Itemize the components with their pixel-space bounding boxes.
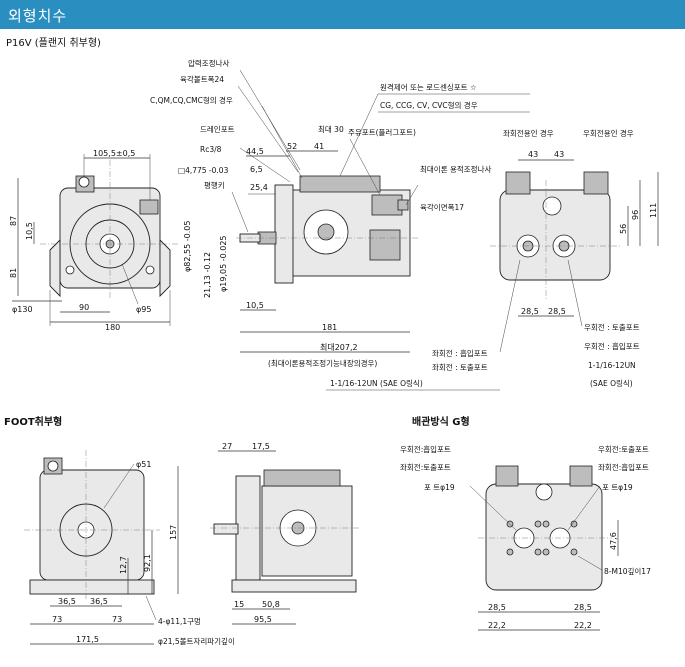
dim-27: 27 <box>222 442 232 451</box>
foot-front-view <box>24 450 160 600</box>
dim-g-22-2b: 22,2 <box>574 621 592 630</box>
dim-g-28-5b: 28,5 <box>574 603 592 612</box>
dim-phi95: φ95 <box>136 305 151 314</box>
dim-36-5a: 36,5 <box>58 597 76 606</box>
dim-157: 157 <box>169 525 178 540</box>
piping-view <box>478 465 612 591</box>
label-hex-nut-17: 육각이면폭17 <box>420 202 464 212</box>
label-lube-port: 주유포트(플러그포트) <box>348 128 416 137</box>
dim-g-28-5a: 28,5 <box>488 603 506 612</box>
dim-180: 180 <box>105 323 120 332</box>
dim-28-5b: 28,5 <box>548 307 566 316</box>
dim-phi19: φ19,05 -0.025 <box>219 235 228 292</box>
dim-phi51: φ51 <box>136 460 151 469</box>
label-g-port19b: 포 트φ19 <box>602 483 633 492</box>
foot-front-dims: φ51 157 92,1 12,7 36,5 36,5 73 73 171,5 <box>30 460 179 645</box>
dim-171-5: 171,5 <box>76 635 99 644</box>
label-left-rot: 좌회전용인 경우 <box>503 128 554 138</box>
dim-181: 181 <box>322 323 337 332</box>
label-g-right-out: 우회전:토출포트 <box>598 444 649 454</box>
dim-90: 90 <box>79 303 89 312</box>
section-piping-title: 배관방식 G형 <box>412 415 470 428</box>
dim-10-5-side: 10,5 <box>246 301 264 310</box>
dim-36-5b: 36,5 <box>90 597 108 606</box>
piping-labels: 우회전:흡입포트 좌회전:토출포트 포 트φ19 우회전:토출포트 좌회전:흡입… <box>400 444 651 631</box>
dim-87: 87 <box>9 216 18 226</box>
front-dimensions: 105,5±0,5 87 81 10,5 φ130 90 φ95 180 <box>9 149 171 332</box>
dim-43b: 43 <box>554 150 564 159</box>
label-pressure-screw: 압력조정나사 <box>188 58 229 68</box>
dim-g-22-2a: 22,2 <box>488 621 506 630</box>
dim-47-6: 47,6 <box>609 532 618 550</box>
label-right-out: 우회전 : 토출포트 <box>584 322 640 332</box>
dim-95-5: 95,5 <box>254 615 272 624</box>
label-flat-key: 평행키 <box>204 180 225 190</box>
dim-phi130: φ130 <box>12 305 33 314</box>
label-g-left-out: 좌회전:토출포트 <box>400 462 451 472</box>
label-drain-port: 드레인포트 <box>200 124 235 134</box>
label-key-spec: □4,775 -0.03 <box>178 166 229 175</box>
side-labels: 압력조정나사 육각볼트폭24 C,QM,CQ,CMC형의 경우 원격제어 또는 … <box>150 58 530 368</box>
dim-105-5: 105,5±0,5 <box>93 149 135 158</box>
dim-6-5: 6,5 <box>250 165 263 174</box>
label-four-holes: 4-φ11,1구멍 <box>158 616 201 626</box>
label-unf-suction: 1-1/16-12UN (SAE O링식) <box>330 378 423 388</box>
label-max30: 최대 30 <box>318 124 344 134</box>
dim-15: 15 <box>234 600 244 609</box>
dim-10-5-front: 10,5 <box>25 222 34 240</box>
foot-side-dims: 27 17,5 15 50,8 95,5 4-φ11,1구멍 φ21,5볼트자리… <box>145 442 296 646</box>
dim-50-8: 50,8 <box>262 600 280 609</box>
label-g-left-in: 좌회전:흡입포트 <box>598 462 649 472</box>
label-left-out: 좌회전 : 토출포트 <box>432 362 488 372</box>
dim-92-1: 92,1 <box>143 554 152 572</box>
label-unf-discharge: 1-1/16-12UN <box>588 361 636 370</box>
label-max-volume-screw: 최대이론 용적조정나사 <box>420 164 491 174</box>
dim-73a: 73 <box>52 615 62 624</box>
dim-73b: 73 <box>112 615 122 624</box>
label-ccg-types: CG, CCG, CV, CVC형의 경우 <box>380 100 478 110</box>
dim-41: 41 <box>314 142 324 151</box>
dim-111: 111 <box>649 203 658 218</box>
label-sae-oring: (SAE O링식) <box>590 378 633 388</box>
dim-81: 81 <box>9 268 18 278</box>
label-remote-sensing: 원격제어 또는 로드센싱포트 ☆ <box>380 82 477 92</box>
rear-labels: 좌회전용인 경우 우회전용인 경우 43 43 56 96 111 28,5 2… <box>326 128 659 391</box>
label-spot-face: φ21,5볼트자리파기깊이 <box>158 636 235 646</box>
rear-view <box>490 171 620 300</box>
label-g-port19a: 포 트φ19 <box>424 483 455 492</box>
label-rc38: Rc3/8 <box>200 145 222 154</box>
dim-96: 96 <box>631 210 640 220</box>
label-left-in: 좌회전 : 흡입포트 <box>432 348 488 358</box>
side-view <box>236 175 420 284</box>
dim-12-7: 12,7 <box>119 556 128 574</box>
front-view <box>40 160 180 300</box>
label-cqm-case: C,QM,CQ,CMC형의 경우 <box>150 95 233 105</box>
page-title: 외형치수 <box>8 7 68 25</box>
label-right-rot: 우회전용인 경우 <box>583 128 634 138</box>
page-subtitle: P16V (플랜지 취부형) <box>6 38 101 49</box>
label-hex-bolt-24: 육각볼트폭24 <box>180 74 224 84</box>
dim-52: 52 <box>287 142 297 151</box>
section-foot-title: FOOT취부형 <box>4 415 62 428</box>
dim-207: 최대207,2 <box>320 342 358 352</box>
label-g-right-in: 우회전:흡입포트 <box>400 444 451 454</box>
label-right-in: 우회전 : 흡입포트 <box>584 341 640 351</box>
foot-side-view <box>210 469 360 593</box>
dim-44-5: 44,5 <box>246 147 264 156</box>
label-g-m10: 8-M10깊이17 <box>604 566 651 576</box>
header-bar: 외형치수 <box>0 0 685 29</box>
dim-28-5a: 28,5 <box>521 307 539 316</box>
dim-phi82: φ82,55 -0.05 <box>183 221 192 272</box>
dim-56: 56 <box>619 224 628 234</box>
dim-43a: 43 <box>528 150 538 159</box>
dim-21-13: 21,13 -0.12 <box>203 252 212 298</box>
dim-25-4: 25,4 <box>250 183 268 192</box>
dim-17-5: 17,5 <box>252 442 270 451</box>
label-max-len-note: (최대이론용적조정기능내장의경우) <box>268 358 377 368</box>
